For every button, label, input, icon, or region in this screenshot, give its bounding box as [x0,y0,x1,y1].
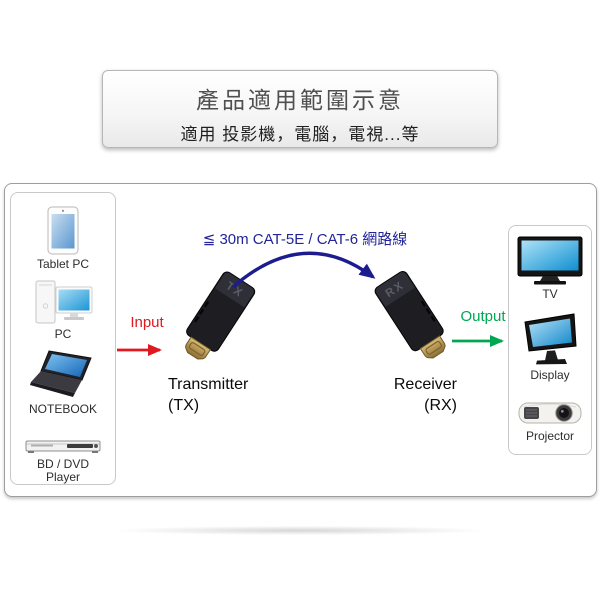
device-label: TV [542,287,558,301]
laptop-icon [29,350,92,397]
list-item: NOTEBOOK [29,349,97,416]
device-label: Display [530,368,570,382]
transmitter-abbr: (TX) [168,397,200,414]
page-subtitle: 適用 投影機，電腦，電視...等 [180,125,420,144]
cable-length-label: ≦ 30m CAT-5E / CAT-6 網路線 [202,231,408,248]
transmitter-label: Transmitter (TX) [168,374,248,416]
device-label: NOTEBOOK [28,402,97,416]
dvd-player-icon [25,440,101,453]
page-divider-shadow [40,524,560,537]
receiver-abbr: (RX) [424,397,457,414]
title-box: 產品適用範圍示意 適用 投影機，電腦，電視...等 [102,70,498,148]
list-item: Display [520,313,580,382]
transmitter-name: Transmitter [168,376,249,393]
device-label: Tablet PC [36,257,90,271]
receiver-label: Receiver (RX) [357,374,457,416]
list-item: PC [33,280,93,341]
output-devices-panel: TV Display [508,225,592,455]
list-item: Tablet PC [37,206,89,271]
input-label: Input [130,314,164,331]
receiver-name: Receiver [393,376,457,393]
tv-icon [517,236,583,285]
device-label: PC [54,327,72,341]
page-title: 產品適用範圍示意 [196,87,404,113]
list-item: TV [517,236,583,301]
desktop-pc-icon [35,280,93,324]
device-label: BD / DVD Player [36,457,89,484]
tablet-icon [47,206,79,255]
output-label: Output [460,308,506,325]
list-item: Projector [517,396,583,443]
source-devices-panel: Tablet PC PC [10,192,116,485]
hdmi-transmitter-device: TX [185,271,256,360]
device-label: Projector [525,429,575,443]
list-item: BD / DVD Player [25,438,101,484]
hdmi-receiver-device: RX [374,270,446,359]
monitor-icon [524,313,577,365]
projector-icon [518,402,582,424]
